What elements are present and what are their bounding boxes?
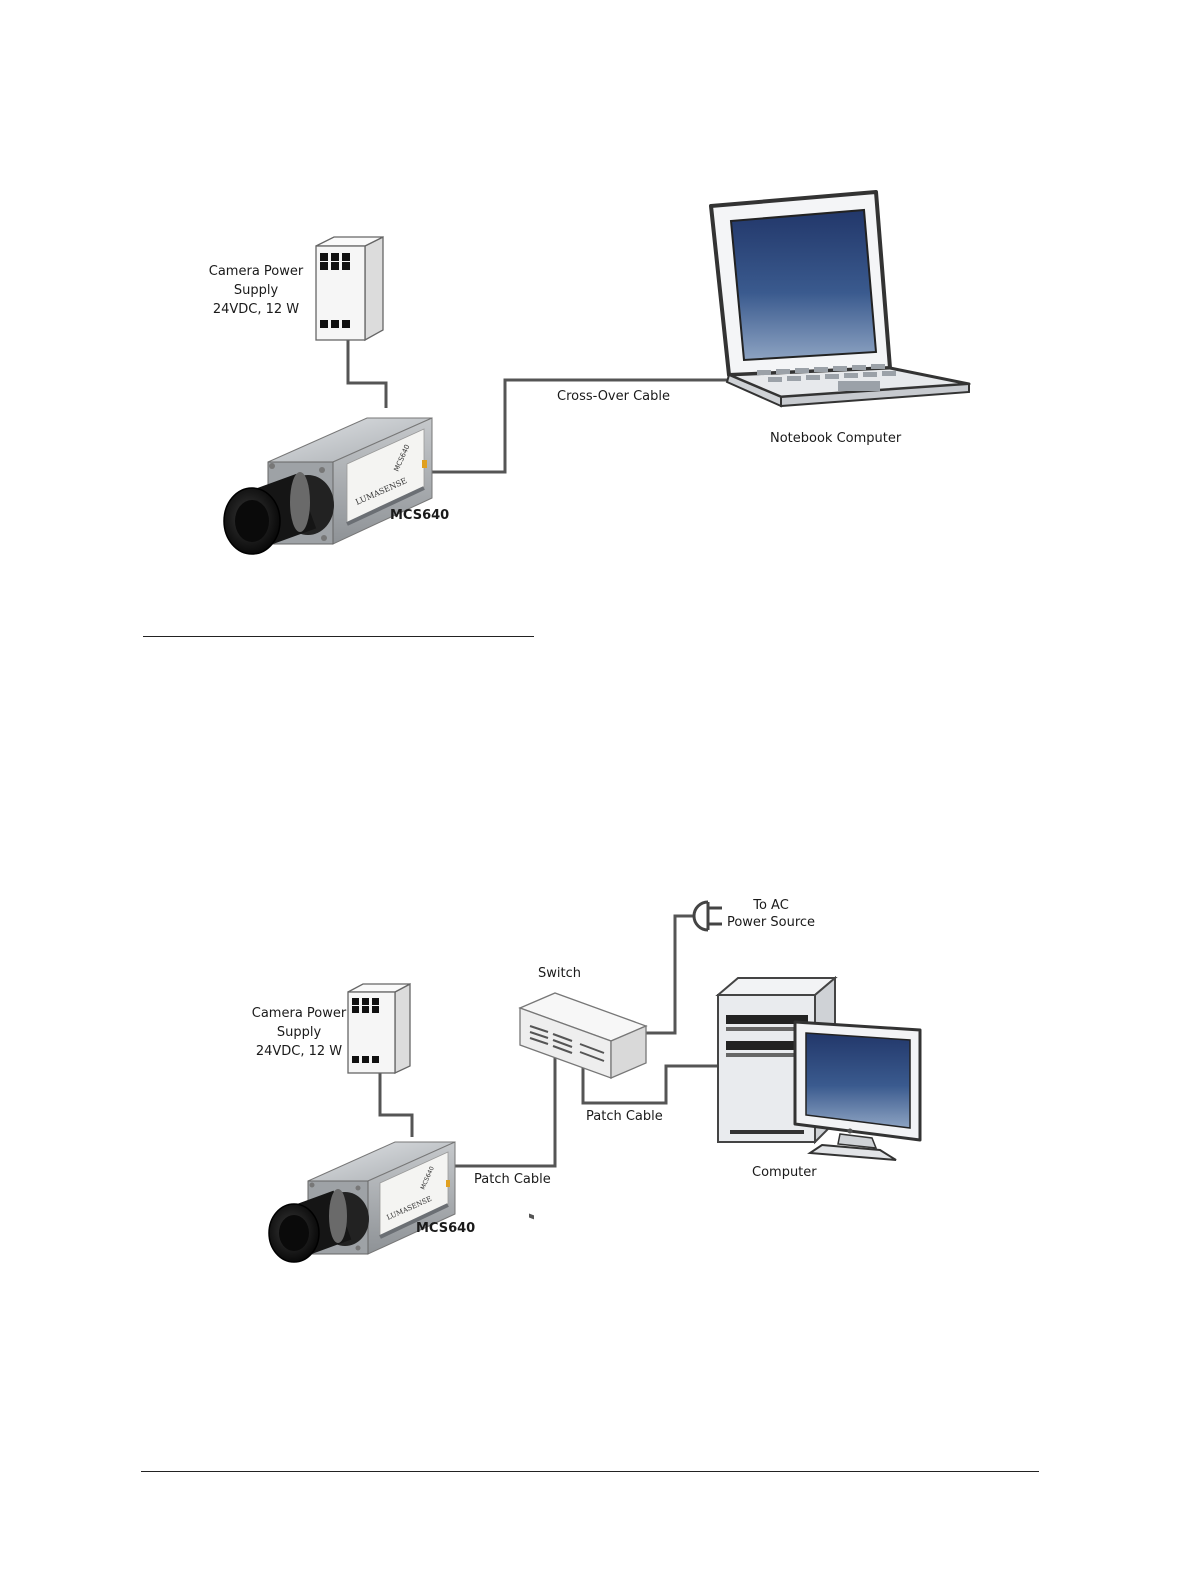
caption-rule — [143, 636, 534, 637]
patch-cable-label-camera: Patch Cable — [474, 1172, 551, 1187]
patch-cable-camera — [455, 1055, 555, 1166]
power-supply-label-line: Supply — [243, 1023, 355, 1042]
notebook-computer-icon — [711, 192, 969, 406]
power-supply-label-line: Camera Power — [243, 1004, 355, 1023]
ac-power-label-line: To AC — [716, 897, 826, 914]
camera-icon-2: LUMASENSE MCS640 — [269, 1142, 455, 1262]
power-supply-label-line: Supply — [200, 281, 312, 300]
diagram-2-switch-connection: LUMASENSE MCS640 — [269, 902, 920, 1262]
power-supply-icon — [316, 237, 383, 340]
power-cable-2 — [380, 1073, 412, 1137]
camera-label-1: MCS640 — [390, 508, 449, 523]
switch-label: Switch — [538, 966, 581, 981]
ac-power-label: To AC Power Source — [716, 897, 826, 931]
switch-power-cord — [646, 916, 693, 1033]
desktop-computer-icon — [718, 978, 920, 1160]
power-cable-1 — [348, 340, 386, 408]
power-supply-icon-2 — [348, 984, 410, 1073]
power-supply-label-line: 24VDC, 12 W — [200, 300, 312, 319]
footer-rule — [141, 1471, 1039, 1472]
crossover-cable-label: Cross-Over Cable — [557, 389, 670, 404]
power-supply-label-line: 24VDC, 12 W — [243, 1042, 355, 1061]
notebook-computer-label: Notebook Computer — [770, 431, 901, 446]
power-supply-label-line: Camera Power — [200, 262, 312, 281]
patch-cable-label-computer: Patch Cable — [586, 1109, 663, 1124]
computer-label: Computer — [752, 1165, 817, 1180]
ac-power-label-line: Power Source — [716, 914, 826, 931]
power-supply-label-2: Camera Power Supply 24VDC, 12 W — [243, 1004, 355, 1061]
diagram-1-direct-connection: LUMASENSE MCS640 — [224, 192, 969, 554]
camera-icon: LUMASENSE MCS640 — [224, 418, 432, 554]
power-supply-label-1: Camera Power Supply 24VDC, 12 W — [200, 262, 312, 319]
camera-label-2: MCS640 — [416, 1221, 475, 1236]
